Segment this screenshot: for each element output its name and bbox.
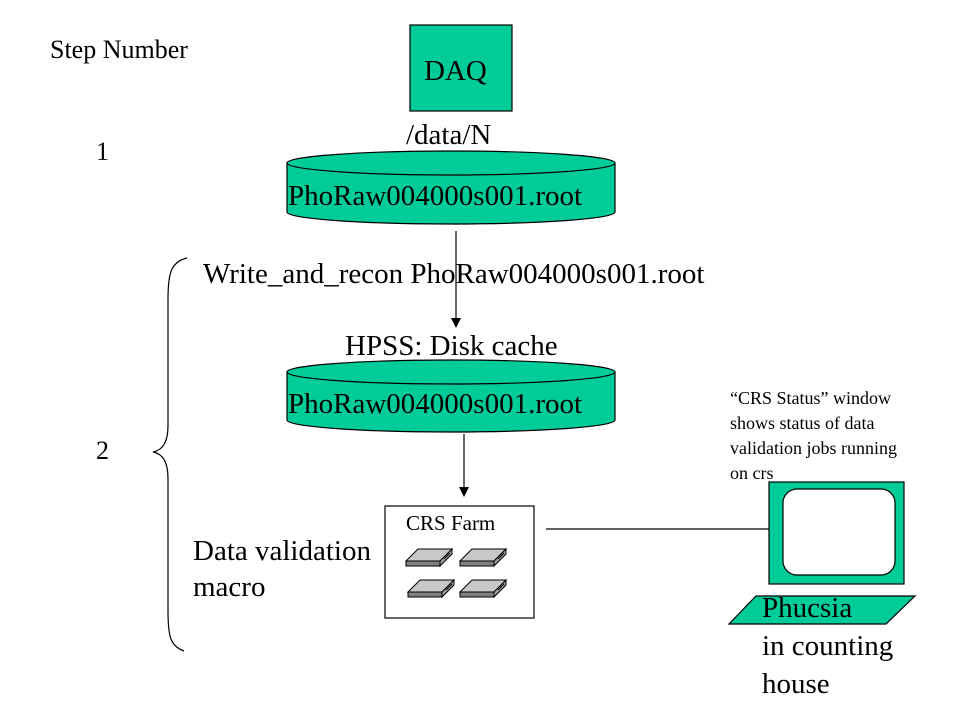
monitor-icon — [727, 481, 917, 625]
data-validation-macro-label: Data validation macro — [193, 535, 371, 603]
write-recon-label: Write_and_recon PhoRaw004000s001.root — [203, 258, 705, 290]
arrow-hpss-to-crs — [459, 434, 469, 497]
hpss-disk-cache — [286, 359, 616, 433]
raw-data-disk-1 — [286, 150, 616, 225]
step-2-label: 2 — [96, 436, 109, 465]
arrow-disk-to-hpss — [451, 231, 461, 328]
step-1-label: 1 — [96, 137, 109, 166]
step-2-brace — [152, 257, 188, 652]
cpu-chip-icons — [404, 547, 508, 599]
raw-file-label-2: PhoRaw004000s001.root — [288, 388, 583, 420]
crs-status-note: “CRS Status” window shows status of data… — [730, 388, 897, 483]
hpss-label: HPSS: Disk cache — [345, 330, 558, 362]
step-number-header: Step Number — [50, 35, 188, 64]
arrow-crs-to-monitor — [546, 524, 807, 534]
crs-farm-label: CRS Farm — [406, 511, 496, 535]
cpu-chip-icon — [406, 578, 456, 599]
cpu-chip-icon — [404, 547, 454, 568]
cpu-chip-icon — [458, 578, 508, 599]
daq-path-label: /data/N — [406, 119, 492, 151]
phucsia-label: Phucsia in counting house — [762, 592, 894, 700]
cpu-chip-icon — [458, 547, 508, 568]
raw-file-label-1: PhoRaw004000s001.root — [288, 180, 583, 212]
daq-label: DAQ — [424, 55, 487, 87]
daq-box — [409, 24, 513, 112]
